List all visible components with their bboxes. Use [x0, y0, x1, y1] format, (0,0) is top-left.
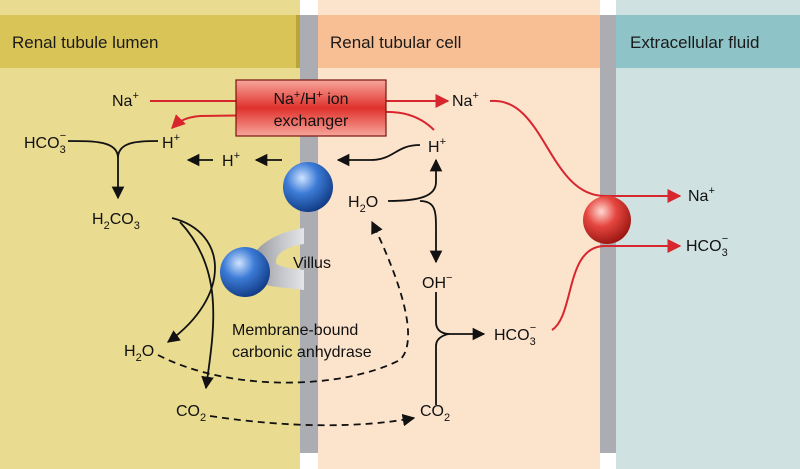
na-ecf-text: Na — [688, 188, 709, 205]
na-cell-label: Na+ — [452, 90, 479, 110]
co2-cell-label: CO2 — [420, 403, 450, 424]
h2o-lumen-s1: 2 — [136, 352, 142, 364]
hco3-cell-charge: − — [530, 322, 536, 334]
villus-label: Villus — [293, 255, 331, 272]
ecf-panel — [616, 0, 800, 469]
exchanger-na-charge: + — [294, 89, 300, 101]
lumen-header: Renal tubule lumen — [12, 33, 158, 52]
h2o-cell-p2: O — [366, 194, 378, 211]
ecf-header: Extracellular fluid — [630, 33, 759, 52]
hco3-ecf-sub: 3 — [722, 247, 728, 259]
h-near-membrane-label: H+ — [222, 150, 240, 170]
lumen-panel — [0, 0, 300, 469]
na-ecf-label: Na+ — [688, 185, 715, 205]
h-near-membrane-text: H — [222, 153, 234, 170]
h-near-membrane-charge: + — [234, 150, 240, 162]
cell-panel — [318, 0, 600, 469]
exchanger-ion: ion — [323, 91, 349, 108]
h2o-lumen-p2: O — [142, 343, 154, 360]
co2-lumen-p1: CO — [176, 403, 200, 420]
h2co3-p1: H — [92, 211, 104, 228]
ecf-header-bar — [616, 15, 800, 68]
hco3-ecf-label: HCO3 − — [686, 233, 728, 259]
h2o-cell-p1: H — [348, 194, 360, 211]
h-lumen-label: H+ — [162, 132, 180, 152]
exchanger-label: Na+/H+ ion — [273, 89, 348, 108]
enzyme-label-line2: carbonic anhydrase — [232, 344, 372, 361]
hco3-lumen-text: HCO — [24, 135, 60, 152]
h-cell-text: H — [428, 139, 440, 156]
h-cell-label: H+ — [428, 136, 446, 156]
oh-cell-charge: − — [446, 272, 452, 284]
h2co3-to-h2o-arrow — [166, 217, 216, 343]
co2-lumen-label: CO2 — [176, 403, 206, 424]
na-lumen-label: Na+ — [112, 90, 139, 110]
na-cell-text: Na — [452, 93, 473, 110]
h-lumen-charge: + — [174, 132, 180, 144]
exchanger-label-line2: exchanger — [274, 113, 349, 130]
enzyme-sphere-lower — [220, 247, 270, 297]
h-lumen-text: H — [162, 135, 174, 152]
h2co3-p2: CO — [110, 211, 134, 228]
hco3-arrow-to-ecf — [551, 239, 682, 331]
basolateral-transporter — [583, 196, 631, 244]
co2-diffusion-dashed — [209, 413, 416, 427]
enzyme-sphere-upper — [283, 162, 333, 212]
water-dissociation-down — [419, 200, 443, 264]
cell-header: Renal tubular cell — [330, 33, 461, 52]
exchanger-box — [235, 79, 387, 137]
h2o-lumen-label: H2O — [124, 343, 154, 364]
na-ecf-charge: + — [708, 185, 714, 197]
co2-cell-p1: CO — [420, 403, 444, 420]
lumen-header-bar — [0, 15, 300, 68]
h2co3-to-co2-arrow — [179, 221, 215, 390]
hco3-cell-label: HCO3 − — [494, 322, 536, 348]
cell-header-bar — [318, 15, 600, 68]
na-arrow-to-ecf — [489, 99, 682, 203]
co2-lumen-s1: 2 — [200, 412, 206, 424]
exchanger-na: Na — [273, 91, 294, 108]
h2o-cell-label: H2O — [348, 194, 378, 215]
water-diffusion-dashed — [157, 220, 409, 384]
h2co3-s2: 3 — [134, 220, 140, 232]
exchanger-h-charge: + — [316, 89, 322, 101]
h-cell-charge: + — [440, 136, 446, 148]
hco3-cell-text: HCO — [494, 327, 530, 344]
oh-cell-label: OH− — [422, 272, 452, 292]
water-dissociation-up — [387, 158, 443, 202]
exchanger-h: /H — [300, 91, 316, 108]
hco3-ecf-text: HCO — [686, 238, 722, 255]
h2o-cell-s1: 2 — [360, 203, 366, 215]
hco3-lumen-sub: 3 — [60, 144, 66, 156]
oh-co2-to-hco3 — [435, 292, 484, 405]
hco3-lumen-label: HCO3 − — [24, 130, 66, 156]
na-cell-charge: + — [472, 90, 478, 102]
enzyme-label-line1: Membrane-bound — [232, 322, 358, 339]
na-lumen-charge: + — [132, 90, 138, 102]
h2co3-label: H2CO3 — [92, 211, 140, 232]
h2o-lumen-p1: H — [124, 343, 136, 360]
h-cell-to-carrier-arrow — [336, 144, 421, 167]
oh-cell-text: OH — [422, 275, 446, 292]
hco3-ecf-charge: − — [722, 233, 728, 245]
hco3-lumen-charge: − — [60, 130, 66, 142]
lumen-header-edge — [296, 15, 300, 68]
h2co3-s1: 2 — [104, 220, 110, 232]
na-lumen-text: Na — [112, 93, 133, 110]
co2-cell-s1: 2 — [444, 412, 450, 424]
hco3-h-merge — [67, 140, 159, 198]
hco3-cell-sub: 3 — [530, 336, 536, 348]
